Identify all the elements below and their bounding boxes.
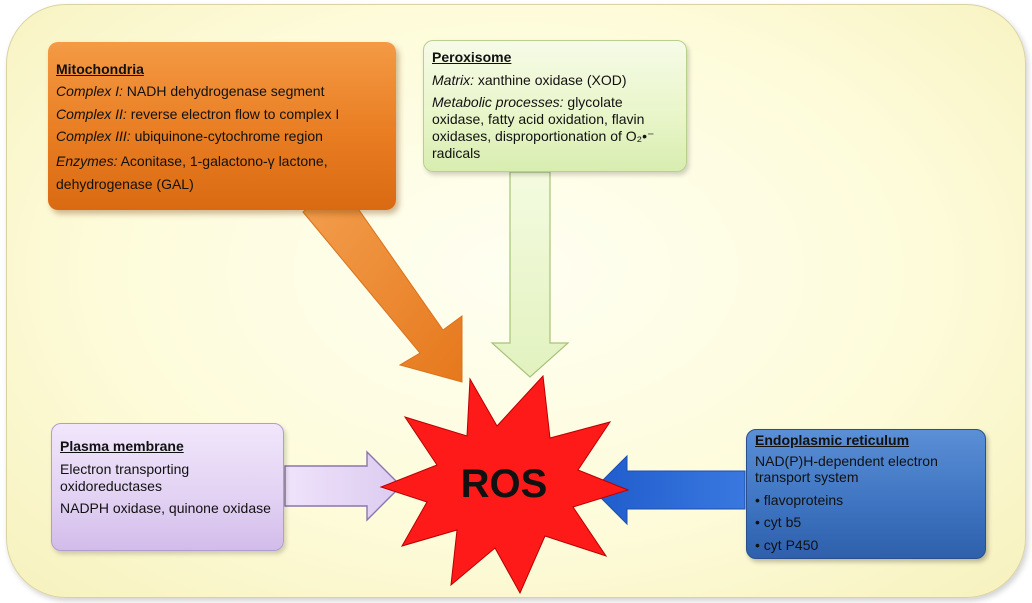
er-item-cyt-b5: • cyt b5 <box>755 514 802 531</box>
plasma-membrane-line-1: Electron transporting oxidoreductases <box>60 460 190 494</box>
endoplasmic-reticulum-title: Endoplasmic reticulum <box>755 432 910 448</box>
endoplasmic-reticulum-intro: NAD(P)H-dependent electron transport sys… <box>755 452 938 486</box>
mitochondria-title: Mitochondria <box>56 61 144 77</box>
endoplasmic-reticulum-arrow <box>592 454 746 526</box>
mitochondria-complex-2: Complex II: reverse electron flow to com… <box>56 105 340 122</box>
mitochondria-complex-1: Complex I: NADH dehydrogenase segment <box>56 83 325 100</box>
endoplasmic-reticulum-box: Endoplasmic reticulum NAD(P)H-dependent … <box>746 429 986 559</box>
peroxisome-matrix: Matrix: xanthine oxidase (XOD) <box>432 72 627 89</box>
ros-label: ROS <box>460 462 548 506</box>
plasma-membrane-line-2: NADPH oxidase, quinone oxidase <box>60 500 271 517</box>
er-item-cyt-p450: • cyt P450 <box>755 536 819 553</box>
peroxisome-metabolic: Metabolic processes: glycolate oxidase, … <box>432 94 655 162</box>
ros-starburst <box>379 374 630 595</box>
mitochondria-enzymes: Enzymes: Aconitase, 1-galactono-γ lacton… <box>56 152 328 192</box>
peroxisome-title: Peroxisome <box>432 49 512 65</box>
mitochondria-arrow <box>302 179 463 383</box>
peroxisome-box: Peroxisome Matrix: xanthine oxidase (XOD… <box>423 40 687 172</box>
plasma-membrane-title: Plasma membrane <box>60 438 184 454</box>
mitochondria-box: Mitochondria Complex I: NADH dehydrogena… <box>48 42 396 210</box>
er-item-flavoproteins: • flavoproteins <box>755 491 844 508</box>
peroxisome-arrow <box>490 171 570 378</box>
mitochondria-complex-3: Complex III: ubiquinone-cytochrome regio… <box>56 128 323 145</box>
plasma-membrane-arrow <box>284 450 402 522</box>
plasma-membrane-box: Plasma membrane Electron transporting ox… <box>51 423 284 551</box>
